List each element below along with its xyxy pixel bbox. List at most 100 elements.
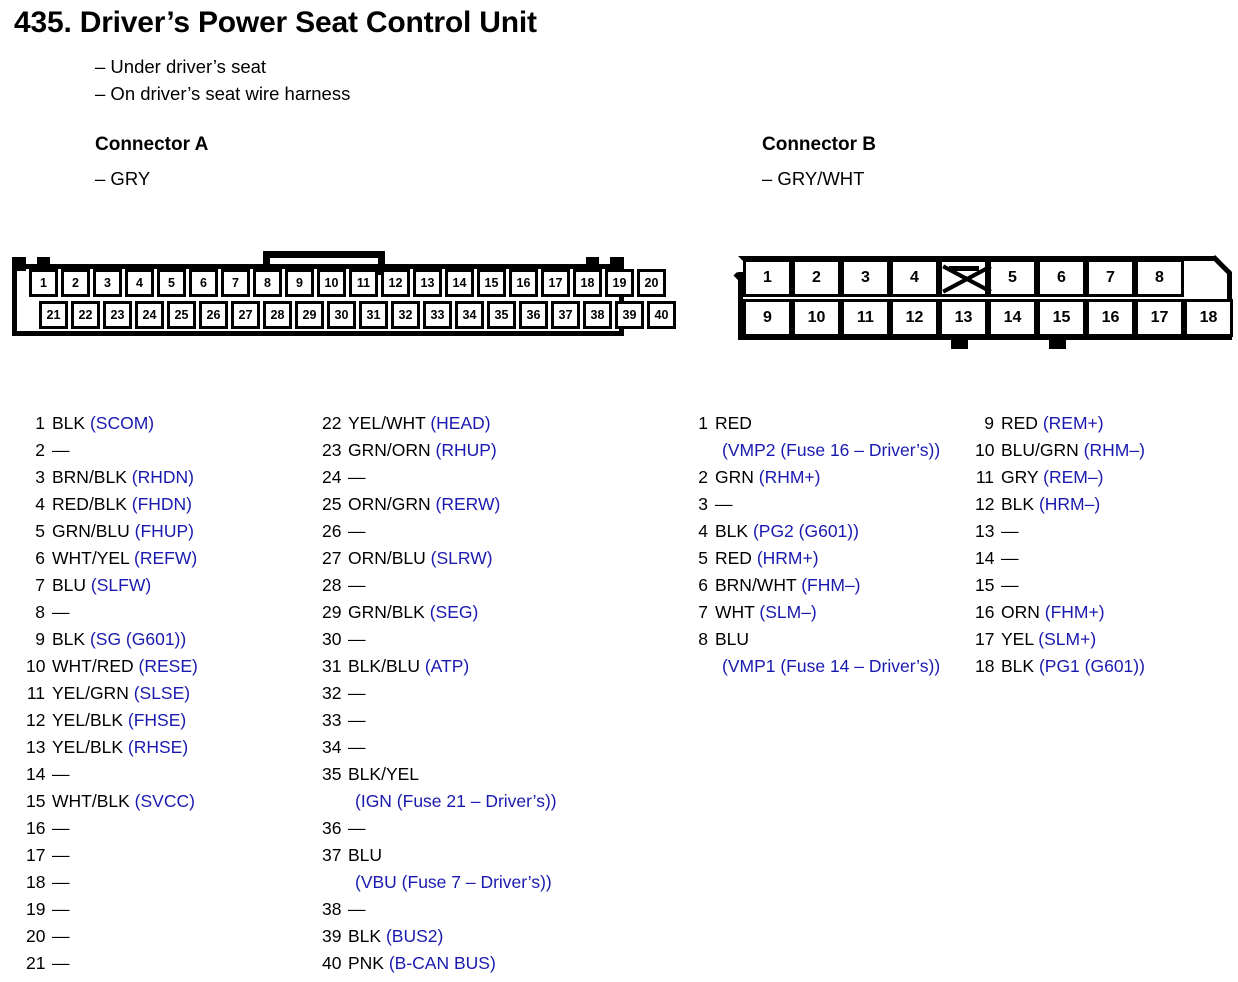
pin-value: RED (REM+) bbox=[1001, 410, 1238, 437]
connector-a-pin-cell-2: 2 bbox=[61, 269, 90, 297]
wire-color-code: YEL/WHT bbox=[348, 413, 426, 433]
wire-color-code: WHT/YEL bbox=[52, 548, 130, 568]
pin-value: — bbox=[1001, 572, 1238, 599]
pin-number: 20 bbox=[26, 926, 46, 946]
connector-a-pin-cell-3: 3 bbox=[93, 269, 122, 297]
pin-value: — bbox=[348, 815, 622, 842]
pin-value: GRY (REM–) bbox=[1001, 464, 1238, 491]
pin-entry: 36— bbox=[322, 815, 622, 842]
pin-value: BRN/WHT (FHM–) bbox=[715, 572, 987, 599]
pin-value: BLU (SLFW) bbox=[52, 572, 316, 599]
signal-name: (REM–) bbox=[1038, 467, 1104, 487]
pin-value: BLK (PG2 (G601)) bbox=[715, 518, 987, 545]
connector-a-pin-cell-22: 22 bbox=[71, 301, 100, 329]
signal-name: (PG1 (G601)) bbox=[1034, 656, 1145, 676]
pin-number: 14 bbox=[975, 548, 995, 568]
pin-value: YEL/BLK (FHSE) bbox=[52, 707, 316, 734]
connector-a-pin-cell-25: 25 bbox=[167, 301, 196, 329]
wire-color-code: ORN/GRN bbox=[348, 494, 431, 514]
page-title: 435. Driver’s Power Seat Control Unit bbox=[14, 6, 537, 39]
pin-value: — bbox=[348, 464, 622, 491]
connector-a-pin-cell-5: 5 bbox=[157, 269, 186, 297]
pin-empty-dash: — bbox=[348, 467, 366, 487]
wire-color-code: BLU bbox=[348, 845, 383, 865]
wire-color-code: BLK bbox=[52, 413, 86, 433]
pin-empty-dash: — bbox=[348, 899, 366, 919]
signal-name: (HRM–) bbox=[1034, 494, 1101, 514]
wire-color-code: BLK bbox=[52, 629, 86, 649]
connector-a-pin-cell-32: 32 bbox=[391, 301, 420, 329]
signal-name: (FHM–) bbox=[796, 575, 861, 595]
pin-number: 15 bbox=[26, 791, 46, 811]
connector-a-notch-left bbox=[37, 257, 50, 269]
wire-color-code: YEL/BLK bbox=[52, 710, 124, 730]
connector-b-pin-cell-14: 14 bbox=[988, 299, 1037, 337]
pin-number: 24 bbox=[322, 467, 342, 487]
pin-value: — bbox=[348, 707, 622, 734]
pin-number: 7 bbox=[35, 575, 45, 595]
signal-name: (SCOM) bbox=[85, 413, 155, 433]
signal-name: (HEAD) bbox=[425, 413, 491, 433]
connector-a-pin-cell-29: 29 bbox=[295, 301, 324, 329]
wire-color-code: BRN/WHT bbox=[715, 575, 797, 595]
wire-color-code: YEL/BLK bbox=[52, 737, 124, 757]
connector-b-pin-cell-13: 13 bbox=[939, 299, 988, 337]
connector-a-pin-cell-17: 17 bbox=[541, 269, 570, 297]
wire-color-code: RED bbox=[1001, 413, 1038, 433]
pin-number: 3 bbox=[698, 494, 708, 514]
pin-value: YEL (SLM+) bbox=[1001, 626, 1238, 653]
pin-number: 16 bbox=[26, 818, 46, 838]
wire-color-code: GRN bbox=[715, 467, 754, 487]
wire-color-code: RED bbox=[715, 548, 752, 568]
signal-name: (RESE) bbox=[133, 656, 198, 676]
pin-empty-dash: — bbox=[52, 899, 70, 919]
wire-color-code: BLU/GRN bbox=[1001, 440, 1079, 460]
connector-a-pin-cell-40: 40 bbox=[647, 301, 676, 329]
connector-a-pin-cell-18: 18 bbox=[573, 269, 602, 297]
connector-a-pin-cell-7: 7 bbox=[221, 269, 250, 297]
pin-number: 9 bbox=[984, 413, 994, 433]
pin-number: 8 bbox=[35, 602, 45, 622]
connector-a-pin-cell-21: 21 bbox=[39, 301, 68, 329]
pin-number: 17 bbox=[975, 629, 995, 649]
signal-name: (SVCC) bbox=[129, 791, 195, 811]
pin-number: 7 bbox=[698, 602, 708, 622]
signal-name: (SLFW) bbox=[86, 575, 152, 595]
connector-b-pin-cell-4: 4 bbox=[890, 259, 939, 297]
connector-a-pin-cell-34: 34 bbox=[455, 301, 484, 329]
pin-value: — bbox=[52, 815, 316, 842]
pin-entry: 30— bbox=[322, 626, 622, 653]
pin-number: 19 bbox=[26, 899, 46, 919]
pin-number: 38 bbox=[322, 899, 342, 919]
pin-number: 6 bbox=[698, 575, 708, 595]
signal-name: (FHDN) bbox=[126, 494, 193, 514]
connector-b-pin-cell-3: 3 bbox=[841, 259, 890, 297]
pin-value: YEL/WHT (HEAD) bbox=[348, 410, 622, 437]
pin-empty-dash: — bbox=[348, 683, 366, 703]
signal-name: (FHUP) bbox=[129, 521, 194, 541]
connector-a-corner-left bbox=[12, 257, 26, 271]
pin-number: 28 bbox=[322, 575, 342, 595]
connector-b-pin-cell-5: 5 bbox=[988, 259, 1037, 297]
wire-color-code: WHT/RED bbox=[52, 656, 134, 676]
signal-name: (FHM+) bbox=[1039, 602, 1105, 622]
pin-entry: 9 RED (REM+) bbox=[975, 410, 1238, 437]
pin-entry: 32— bbox=[322, 680, 622, 707]
subtitle-line-2: – On driver’s seat wire harness bbox=[95, 83, 351, 104]
pin-entry: 13— bbox=[975, 518, 1238, 545]
pin-number: 27 bbox=[322, 548, 342, 568]
connector-a-pin-cell-14: 14 bbox=[445, 269, 474, 297]
